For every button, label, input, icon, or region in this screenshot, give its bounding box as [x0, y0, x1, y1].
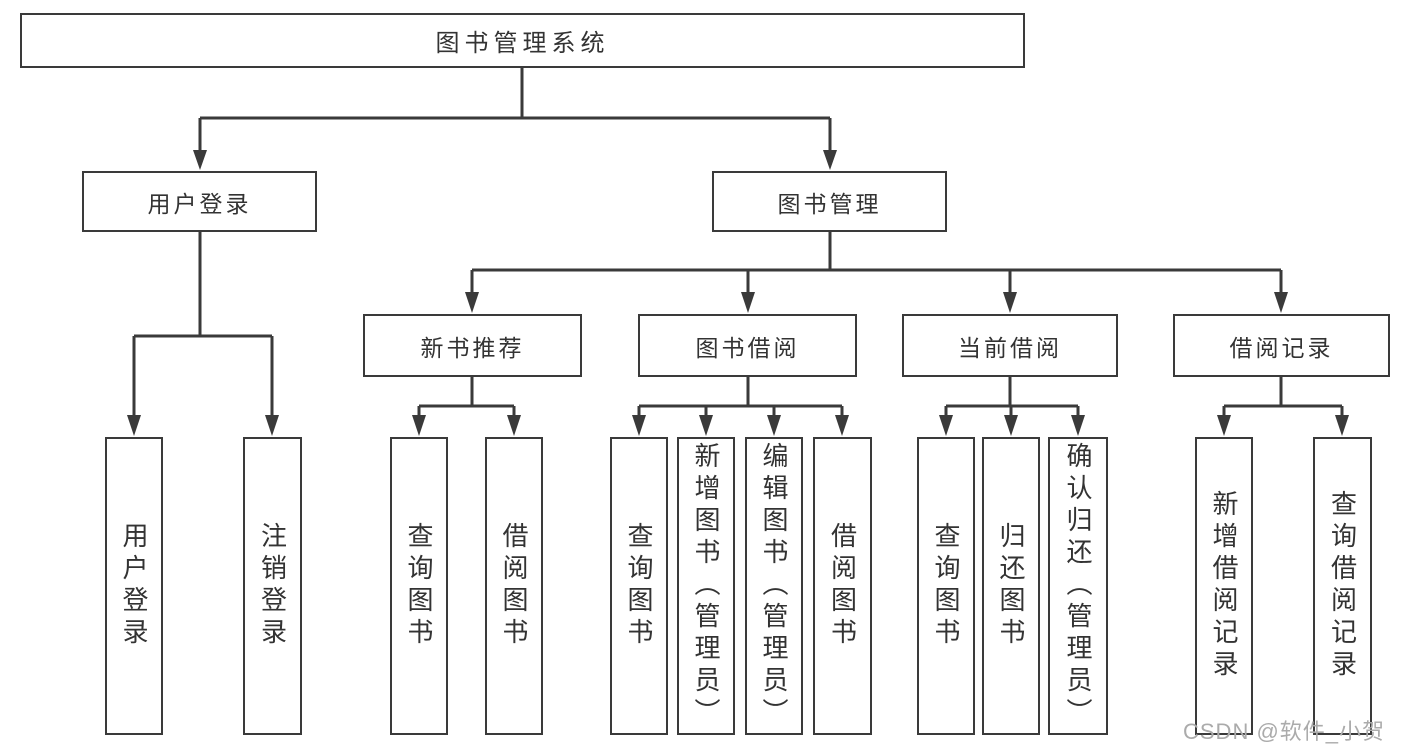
node-current-borrowing: 当前借阅 [902, 314, 1118, 377]
leaf-add-books-admin: 新增图书（管理员） [677, 437, 735, 735]
arrowheads [127, 150, 1349, 436]
leaf-query-borrow-record: 查询借阅记录 [1313, 437, 1372, 735]
arrow-down-icon [823, 150, 837, 170]
arrow-down-icon [193, 150, 207, 170]
leaf-logout: 注销登录 [243, 437, 302, 735]
leaf-add-borrow-record: 新增借阅记录 [1195, 437, 1253, 735]
leaf-query-books-recommend: 查询图书 [390, 437, 448, 735]
leaf-query-books-borrowing: 查询图书 [610, 437, 668, 735]
leaf-query-books-current: 查询图书 [917, 437, 975, 735]
node-borrowing-records: 借阅记录 [1173, 314, 1390, 377]
node-user-login: 用户登录 [82, 171, 317, 232]
arrow-down-icon [1004, 415, 1018, 436]
arrow-down-icon [1217, 415, 1231, 436]
arrow-down-icon [835, 415, 849, 436]
arrow-down-icon [1071, 415, 1085, 436]
node-library-system: 图书管理系统 [20, 13, 1025, 68]
connector-path [132, 68, 1344, 418]
arrow-down-icon [741, 292, 755, 313]
arrow-down-icon [767, 415, 781, 436]
arrow-down-icon [939, 415, 953, 436]
arrow-down-icon [1335, 415, 1349, 436]
arrow-down-icon [507, 415, 521, 436]
node-book-management: 图书管理 [712, 171, 947, 232]
arrow-down-icon [127, 415, 141, 436]
leaf-edit-books-admin: 编辑图书（管理员） [745, 437, 803, 735]
node-book-borrowing: 图书借阅 [638, 314, 857, 377]
leaf-borrow-books: 借阅图书 [813, 437, 872, 735]
csdn-watermark: CSDN @软件_小贺同学 [1183, 719, 1386, 744]
leaf-return-books: 归还图书 [982, 437, 1040, 735]
node-new-book-recommend: 新书推荐 [363, 314, 582, 377]
arrow-down-icon [465, 292, 479, 313]
arrow-down-icon [412, 415, 426, 436]
arrow-down-icon [1003, 292, 1017, 313]
leaf-confirm-return-admin: 确认归还（管理员） [1048, 437, 1108, 735]
arrow-down-icon [632, 415, 646, 436]
arrow-down-icon [265, 415, 279, 436]
leaf-user-login: 用户登录 [105, 437, 163, 735]
leaf-borrow-books-recommend: 借阅图书 [485, 437, 543, 735]
arrow-down-icon [1274, 292, 1288, 313]
arrow-down-icon [699, 415, 713, 436]
